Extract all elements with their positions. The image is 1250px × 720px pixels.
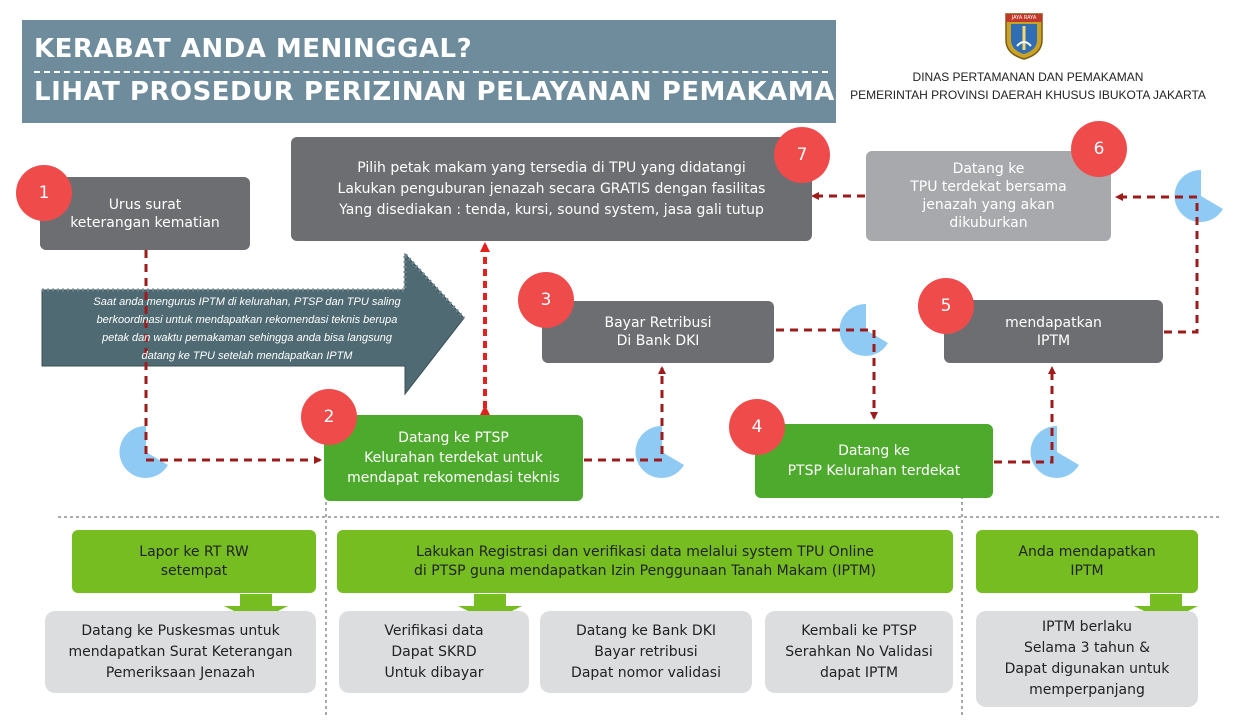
step-2-box: Datang ke PTSP Kelurahan terdekat untuk …: [324, 415, 583, 501]
bottom-text: Dapat nomor validasi: [571, 664, 721, 681]
bottom-middle-card-3: Kembali ke PTSP Serahkan No Validasi dap…: [765, 611, 953, 693]
bottom-middle-card-1: Verifikasi data Dapat SKRD Untuk dibayar: [339, 611, 529, 693]
title-banner: KERABAT ANDA MENINGGAL? LIHAT PROSEDUR P…: [22, 20, 877, 123]
bottom-text: memperpanjang: [1029, 682, 1145, 698]
bottom-text: Dapat digunakan untuk: [1004, 661, 1170, 677]
coordination-arrow: [41, 252, 465, 396]
clock-icon: [1030, 425, 1079, 478]
note-line: Saat anda mengurus IPTM di kelurahan, PT…: [93, 296, 401, 308]
clock-icon: [119, 425, 168, 478]
bottom-text: di PTSP guna mendapatkan Izin Penggunaan…: [414, 562, 876, 579]
bottom-text: Lakukan Registrasi dan verifikasi data m…: [416, 543, 874, 560]
bottom-text: setempat: [160, 562, 228, 579]
connector-5-6: [1115, 193, 1199, 334]
connector-1-2: [144, 250, 322, 464]
step-text: TPU terdekat bersama: [910, 179, 1067, 195]
bottom-text: Datang ke Puskesmas untuk: [81, 622, 280, 639]
step-text: Di Bank DKI: [616, 333, 700, 349]
step-text: mendapat rekomendasi teknis: [347, 470, 560, 486]
step-7-box: Pilih petak makam yang tersedia di TPU y…: [291, 137, 812, 241]
bottom-middle-header: Lakukan Registrasi dan verifikasi data m…: [337, 530, 953, 593]
coordination-arrow-highlight: [42, 250, 466, 320]
bottom-text: Kembali ke PTSP: [801, 622, 917, 639]
step-text: Datang ke: [952, 161, 1025, 177]
step-7-number: 7: [774, 127, 830, 183]
bottom-text: Lapor ke RT RW: [139, 543, 249, 560]
clock-icon: [635, 425, 684, 478]
bottom-text: Datang ke Bank DKI: [575, 622, 716, 639]
clock-icons: [119, 169, 1223, 478]
step-text: jenazah yang akan: [922, 197, 1055, 213]
step-text: Pilih petak makam yang tersedia di TPU y…: [357, 159, 746, 176]
logo-text: JAYA RAYA: [1011, 15, 1037, 21]
step-2-number: 2: [301, 389, 357, 445]
step-5-box: mendapatkan IPTM: [944, 300, 1163, 363]
agency-line-2: PEMERINTAH PROVINSI DAERAH KHUSUS IBUKOT…: [850, 88, 1206, 102]
note-line: petak dan waktu pemakaman sehingga anda …: [102, 332, 392, 344]
coordination-note: Saat anda mengurus IPTM di kelurahan, PT…: [42, 290, 452, 368]
bottom-text: Verifikasi data: [384, 622, 484, 639]
bottom-right-header: Anda mendapatkan IPTM: [976, 530, 1198, 593]
connector-4-5: [994, 366, 1056, 464]
title-divider: [34, 71, 828, 73]
note-line: datang ke TPU setelah mendapatkan IPTM: [141, 350, 353, 362]
step-4-box: Datang ke PTSP Kelurahan terdekat: [755, 424, 993, 498]
chevron-middle: [458, 594, 522, 622]
bottom-text: Pemeriksaan Jenazah: [105, 664, 256, 681]
chevron-right: [1134, 594, 1198, 622]
bottom-left-card: Datang ke Puskesmas untuk mendapatkan Su…: [45, 611, 316, 693]
step-6-number: 6: [1071, 121, 1127, 177]
jakarta-logo-icon: JAYA RAYA: [1003, 12, 1045, 60]
step-text: Bayar Retribusi: [604, 315, 712, 331]
agency-name: DINAS PERTAMANAN DAN PEMAKAMAN PEMERINTA…: [838, 68, 1218, 104]
connector-3-4: [776, 328, 878, 420]
step-text: Datang ke: [838, 443, 910, 459]
connector-2-3: [584, 366, 666, 462]
bottom-text: Dapat SKRD: [391, 643, 477, 660]
agency-line-1: DINAS PERTAMANAN DAN PEMAKAMAN: [912, 70, 1144, 84]
bottom-middle-card-2: Datang ke Bank DKI Bayar retribusi Dapat…: [540, 611, 752, 693]
step-text: PTSP Kelurahan terdekat: [787, 463, 961, 479]
step-text: keterangan kematian: [70, 214, 220, 231]
bottom-left-header: Lapor ke RT RW setempat: [72, 530, 316, 593]
bottom-text: Anda mendapatkan: [1018, 543, 1156, 560]
step-text: Lakukan penguburan jenazah secara GRATIS…: [337, 180, 766, 197]
step-text: Yang disediakan : tenda, kursi, sound sy…: [339, 201, 764, 218]
step-3-number: 3: [518, 272, 574, 328]
step-1-number: 1: [16, 165, 72, 221]
step-1-box: Urus surat keterangan kematian: [40, 177, 250, 250]
title-line-1: KERABAT ANDA MENINGGAL?: [34, 34, 473, 64]
title-line-2: LIHAT PROSEDUR PERIZINAN PELAYANAN PEMAK…: [34, 77, 878, 107]
bottom-text: Untuk dibayar: [384, 664, 484, 681]
step-text: mendapatkan: [1005, 314, 1102, 331]
bottom-text: Bayar retribusi: [594, 643, 698, 660]
step-6-box: Datang ke TPU terdekat bersama jenazah y…: [866, 151, 1111, 241]
bottom-text: IPTM: [1070, 562, 1104, 579]
step-5-number: 5: [918, 278, 974, 334]
step-text: Urus surat: [108, 196, 182, 213]
bottom-text: Selama 3 tahun &: [1023, 640, 1151, 656]
bottom-text: mendapatkan Surat Keterangan: [68, 643, 293, 660]
step-3-box: Bayar Retribusi Di Bank DKI: [542, 301, 774, 363]
bottom-text: IPTM berlaku: [1042, 619, 1132, 635]
bottom-text: dapat IPTM: [819, 664, 899, 681]
bottom-text: Serahkan No Validasi: [785, 643, 933, 660]
step-text: IPTM: [1036, 332, 1071, 349]
clock-icon: [1174, 169, 1223, 222]
bottom-right-card: IPTM berlaku Selama 3 tahun & Dapat digu…: [976, 611, 1198, 707]
note-line: berkoordinasi untuk mendapatkan rekomend…: [96, 314, 398, 326]
step-text: dikuburkan: [949, 215, 1028, 231]
step-text: Kelurahan terdekat untuk: [364, 450, 543, 466]
step-text: Datang ke PTSP: [398, 430, 509, 446]
step-4-number: 4: [729, 399, 785, 455]
chevron-left: [224, 594, 288, 622]
